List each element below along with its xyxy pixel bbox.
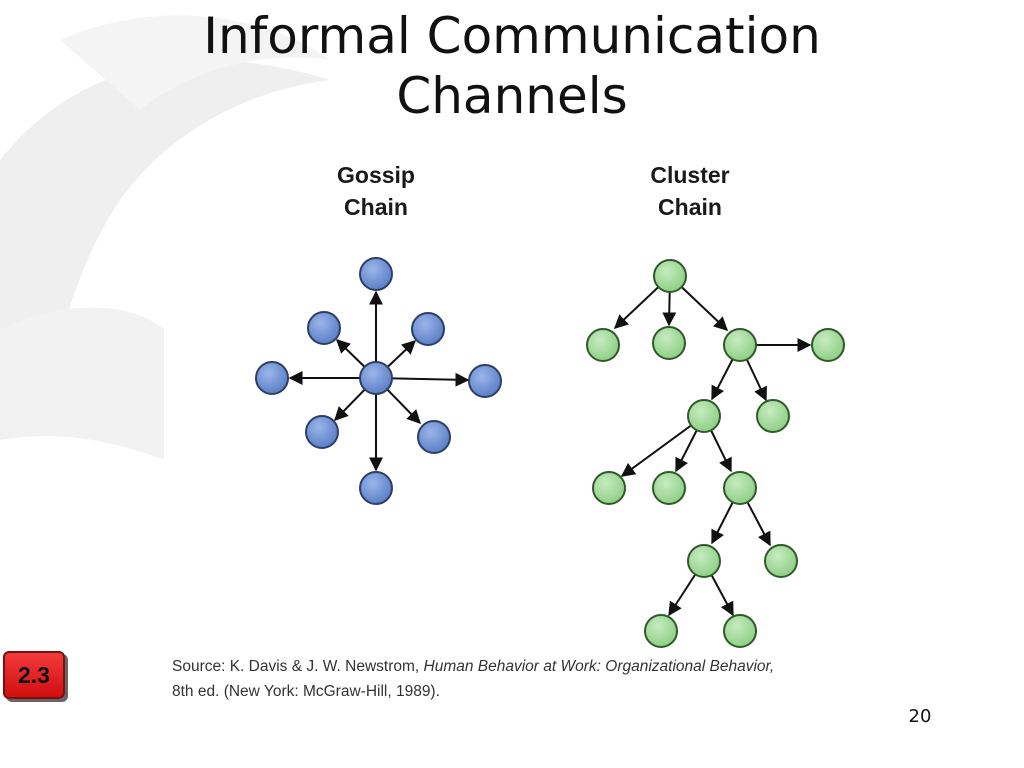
gossip-node [468,364,502,398]
gossip-node [411,312,445,346]
cluster-node [764,544,798,578]
section-badge: 2.3 [3,651,65,699]
gossip-node [307,311,341,345]
cluster-node [723,471,757,505]
cluster-node [723,614,757,648]
gossip-node [359,471,393,505]
cluster-node [687,399,721,433]
gossip-node [359,257,393,291]
cluster-node [652,326,686,360]
source-prefix: Source: K. Davis & J. W. Newstrom, [172,658,424,675]
gossip-node [417,420,451,454]
cluster-node-root [653,259,687,293]
cluster-chain-label-line1: Cluster [650,162,729,188]
cluster-node [811,328,845,362]
gossip-chain-label-line1: Gossip [337,162,415,188]
figure-panel [164,155,864,655]
cluster-node [756,399,790,433]
cluster-node [723,328,757,362]
cluster-node [644,614,678,648]
cluster-chain-label-line2: Chain [658,194,722,220]
source-details: 8th ed. (New York: McGraw-Hill, 1989). [172,683,440,700]
slide-title: Informal Communication Channels [203,7,821,125]
cluster-chain-nodes [586,259,845,648]
source-book-title: Human Behavior at Work: Organizational B… [423,658,775,675]
gossip-node-center [359,361,393,395]
cluster-node [592,471,626,505]
gossip-chain-label-line2: Chain [344,194,408,220]
gossip-node [305,415,339,449]
gossip-node [255,361,289,395]
gossip-chain-nodes [255,257,502,505]
cluster-node [687,544,721,578]
cluster-node [652,471,686,505]
source-citation: Source: K. Davis & J. W. Newstrom, Human… [172,654,872,704]
cluster-node [586,328,620,362]
page-number: 20 [908,706,932,727]
